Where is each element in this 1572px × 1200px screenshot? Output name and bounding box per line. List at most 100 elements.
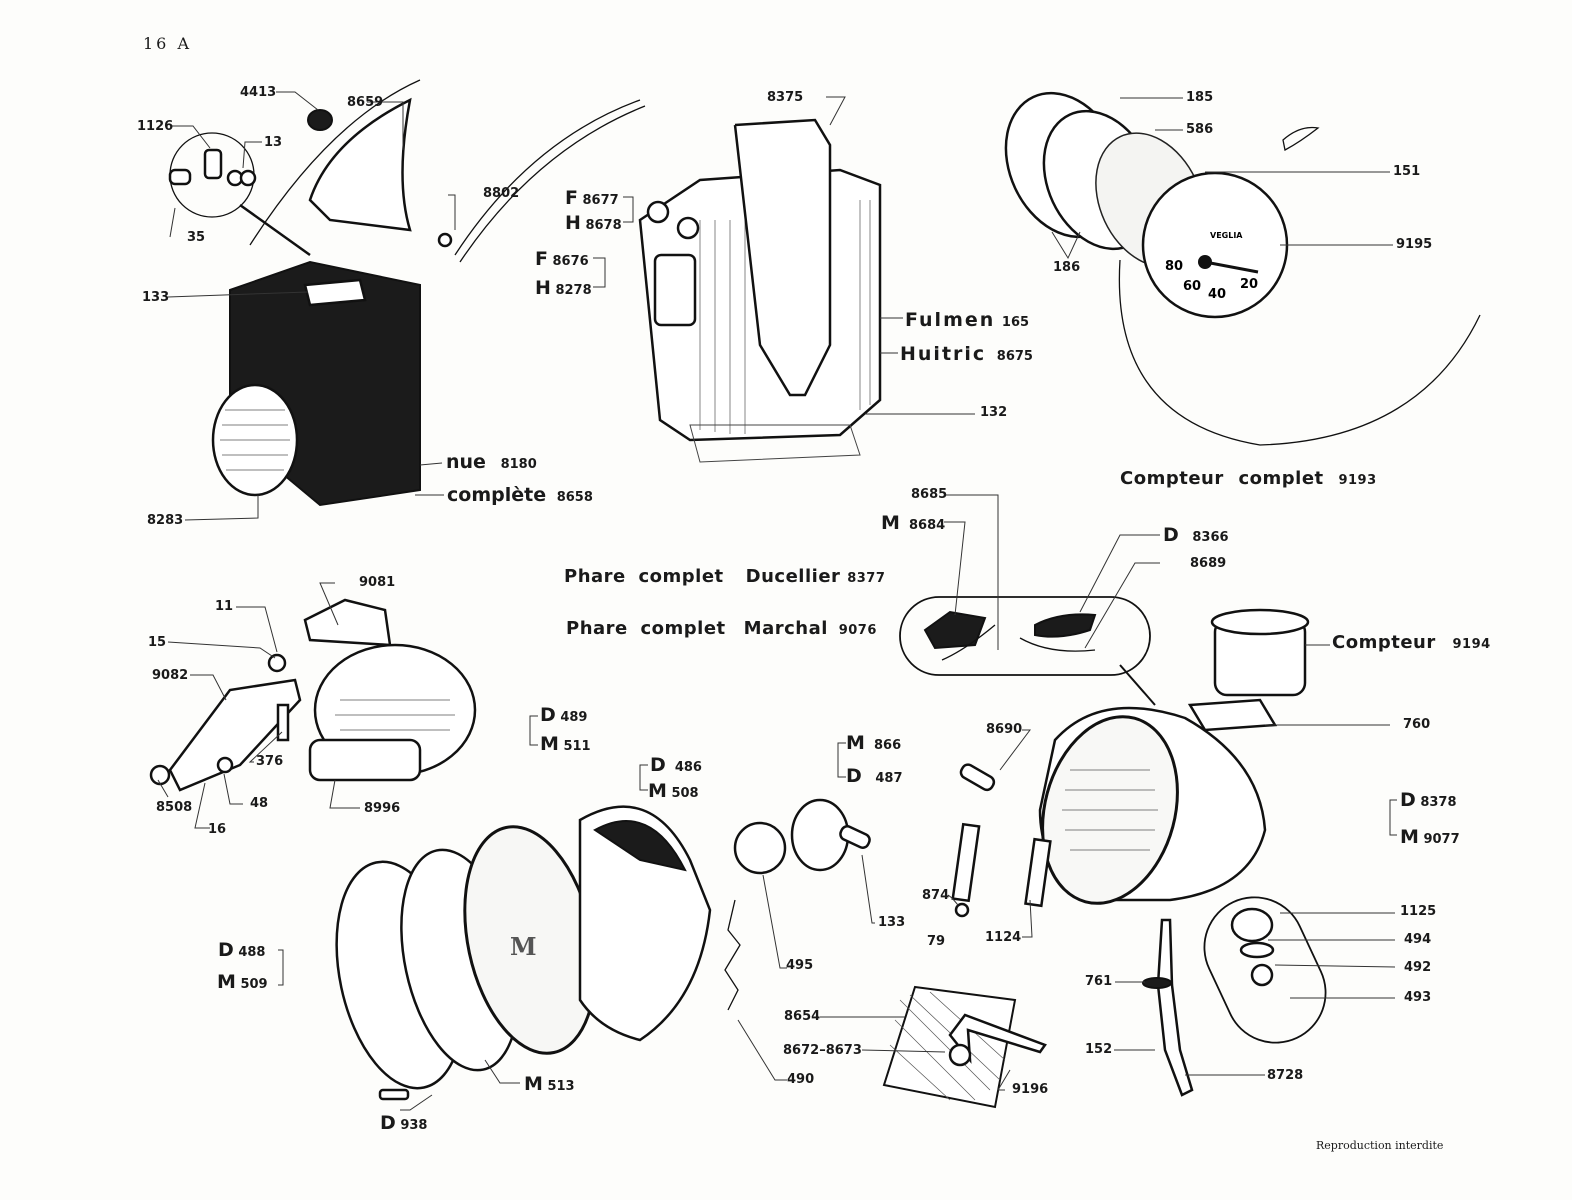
- headlamp-front-exploded: M: [335, 798, 871, 1101]
- svg-text:20: 20: [1240, 277, 1258, 292]
- part-label-186: 186: [1053, 260, 1081, 275]
- battery-huitric-label: Huitric 8675: [900, 343, 1033, 365]
- footer-reproduction-notice: Reproduction interdite: [1316, 1139, 1444, 1152]
- leaders-switch: [944, 494, 1160, 650]
- speedo-housing-arc: [1118, 259, 1481, 446]
- seal-m-513: M 513: [524, 1073, 575, 1095]
- glass-d-489: D 489: [540, 704, 588, 726]
- cover-d-8366: D 8366: [1163, 524, 1229, 546]
- part-label-133b: 133: [878, 915, 906, 930]
- cover-m-8684: M 8684: [881, 512, 946, 534]
- plate-8654: [882, 985, 1017, 1109]
- part-label-151: 151: [1393, 164, 1421, 179]
- fender-arc-left: [249, 79, 421, 246]
- part-label-9196: 9196: [1012, 1082, 1049, 1097]
- fender-arc-mid-2: [459, 105, 646, 263]
- part-label-79: 79: [927, 934, 946, 949]
- bulbholder-d-487: D 487: [846, 765, 903, 787]
- battery-assembly: [638, 118, 882, 463]
- screw-35: [168, 168, 192, 186]
- bolt-376: [276, 703, 290, 742]
- tray-132: [689, 424, 861, 463]
- leaders-horn: [157, 582, 360, 829]
- part-label-16: 16: [208, 822, 227, 837]
- part-label-9082: 9082: [152, 668, 189, 683]
- rear-lamp-assembly: [168, 97, 453, 507]
- part-label-9081: 9081: [359, 575, 396, 590]
- bucket-d-8378: D 8378: [1400, 789, 1457, 811]
- cap-1125: [1230, 907, 1274, 943]
- part-label-8685: 8685: [911, 487, 948, 502]
- part-label-13: 13: [264, 135, 283, 150]
- svg-text:VEGLIA: VEGLIA: [1210, 231, 1243, 240]
- m-logo: M: [510, 932, 537, 961]
- speedo-dial-text: VEGLIA 20 40 60 80: [1165, 231, 1258, 302]
- part-label-8672-8673: 8672–8673: [783, 1043, 862, 1058]
- bracket-9081: [303, 598, 392, 647]
- part-label-8689: 8689: [1190, 556, 1227, 571]
- fender-arc-mid: [454, 99, 641, 256]
- headlamp-bucket-assembly: [951, 608, 1327, 1097]
- leaders-battery: [593, 96, 975, 415]
- washer-494: [1239, 941, 1275, 959]
- part-label-760: 760: [1403, 717, 1431, 732]
- nut-48: [216, 756, 234, 774]
- part-label-4413: 4413: [240, 85, 277, 100]
- svg-text:40: 40: [1208, 287, 1226, 302]
- rim-m-509: M 509: [217, 971, 268, 993]
- switch-parts-capsule: [899, 596, 1156, 706]
- part-label-494: 494: [1404, 932, 1432, 947]
- glass-m-511: M 511: [540, 733, 591, 755]
- terminal-f-8676: F 8676: [535, 248, 589, 270]
- part-label-8690: 8690: [986, 722, 1023, 737]
- part-label-376: 376: [256, 754, 284, 769]
- part-label-11: 11: [215, 599, 234, 614]
- plate-lamp-assembly: [882, 985, 1047, 1109]
- part-label-492: 492: [1404, 960, 1432, 975]
- reflector-d-486: D 486: [650, 754, 702, 776]
- part-label-490: 490: [787, 1072, 815, 1087]
- part-label-15: 15: [148, 635, 167, 650]
- spring-490: [724, 899, 741, 1011]
- gasket-760: [1187, 698, 1278, 732]
- horn-assembly: [149, 598, 477, 792]
- terminal-8678: [676, 216, 700, 240]
- rim-d-488: D 488: [218, 939, 266, 961]
- cable-8728: [1156, 918, 1194, 1097]
- grommet-4413: [307, 109, 333, 131]
- part-label-152: 152: [1085, 1042, 1113, 1057]
- clip-1126: [203, 148, 223, 180]
- part-label-8283: 8283: [147, 513, 184, 528]
- bulb-8672: [948, 1043, 972, 1067]
- part-label-8654: 8654: [784, 1009, 821, 1024]
- part-label-1126: 1126: [137, 119, 174, 134]
- bucket-m-9077: M 9077: [1400, 826, 1460, 848]
- nut-79: [954, 902, 970, 918]
- needle: [1204, 260, 1259, 274]
- rear-lamp-complete-label: complète 8658: [447, 484, 593, 506]
- terminal-h-8278: H 8278: [535, 277, 592, 299]
- strap-8375: [733, 118, 832, 397]
- bulb-133: [303, 278, 367, 307]
- part-label-495: 495: [786, 958, 814, 973]
- leaders-speedo: [1051, 97, 1393, 260]
- bulbholder-m-866: M 866: [846, 732, 902, 754]
- part-label-9195: 9195: [1396, 237, 1433, 252]
- part-label-8728: 8728: [1267, 1068, 1304, 1083]
- part-label-8659: 8659: [347, 95, 384, 110]
- bolt-8508: [149, 764, 171, 786]
- leaders-headlamp-front: [278, 715, 875, 1111]
- compteur-complet-title: Compteur complet 9193: [1120, 468, 1377, 489]
- svg-text:80: 80: [1165, 259, 1183, 274]
- nut-493: [1250, 963, 1274, 987]
- part-label-586: 586: [1186, 122, 1214, 137]
- grommet-761: [1142, 977, 1172, 989]
- bracket-9082: [168, 678, 302, 792]
- speedometer-exploded: [1004, 91, 1320, 319]
- part-label-48: 48: [250, 796, 269, 811]
- terminal-h-8678: H 8678: [565, 212, 622, 234]
- reflector-m-508: M 508: [648, 780, 699, 802]
